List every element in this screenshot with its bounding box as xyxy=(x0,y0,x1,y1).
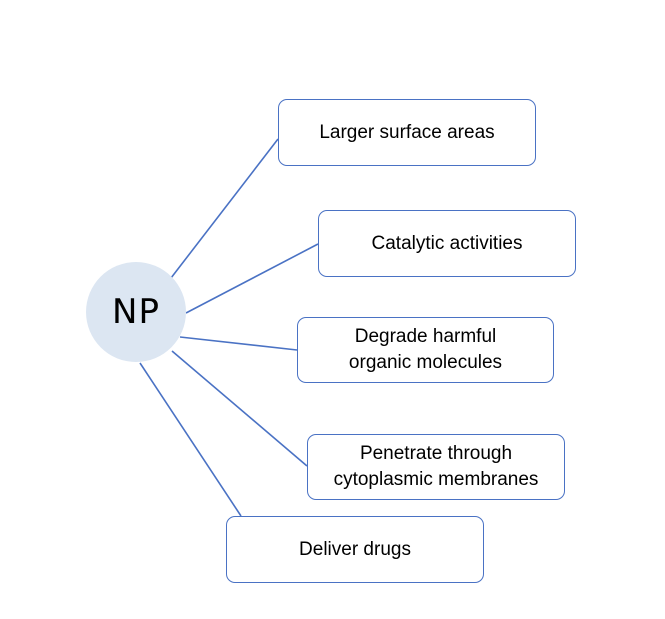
connector-line-surface-areas xyxy=(170,138,279,279)
box-label: Degrade harmful organic molecules xyxy=(348,326,503,373)
connector-line-catalytic xyxy=(185,243,319,314)
box-label: Larger surface areas xyxy=(319,121,495,143)
box-label: Penetrate through cytoplasmic membranes xyxy=(333,443,539,490)
np-center-label: NP xyxy=(112,292,160,332)
box-label: Deliver drugs xyxy=(299,538,411,560)
box-larger-surface-areas: Larger surface areas xyxy=(278,99,536,166)
box-degrade-harmful-molecules: Degrade harmful organic molecules xyxy=(297,317,554,383)
box-penetrate-membranes: Penetrate through cytoplasmic membranes xyxy=(307,434,565,500)
np-center-node: NP xyxy=(86,262,186,362)
box-deliver-drugs: Deliver drugs xyxy=(226,516,484,583)
box-label: Catalytic activities xyxy=(371,232,523,254)
box-catalytic-activities: Catalytic activities xyxy=(318,210,576,277)
connector-line-deliver xyxy=(139,362,242,517)
connector-line-penetrate xyxy=(171,350,308,467)
connector-line-degrade xyxy=(179,336,298,351)
